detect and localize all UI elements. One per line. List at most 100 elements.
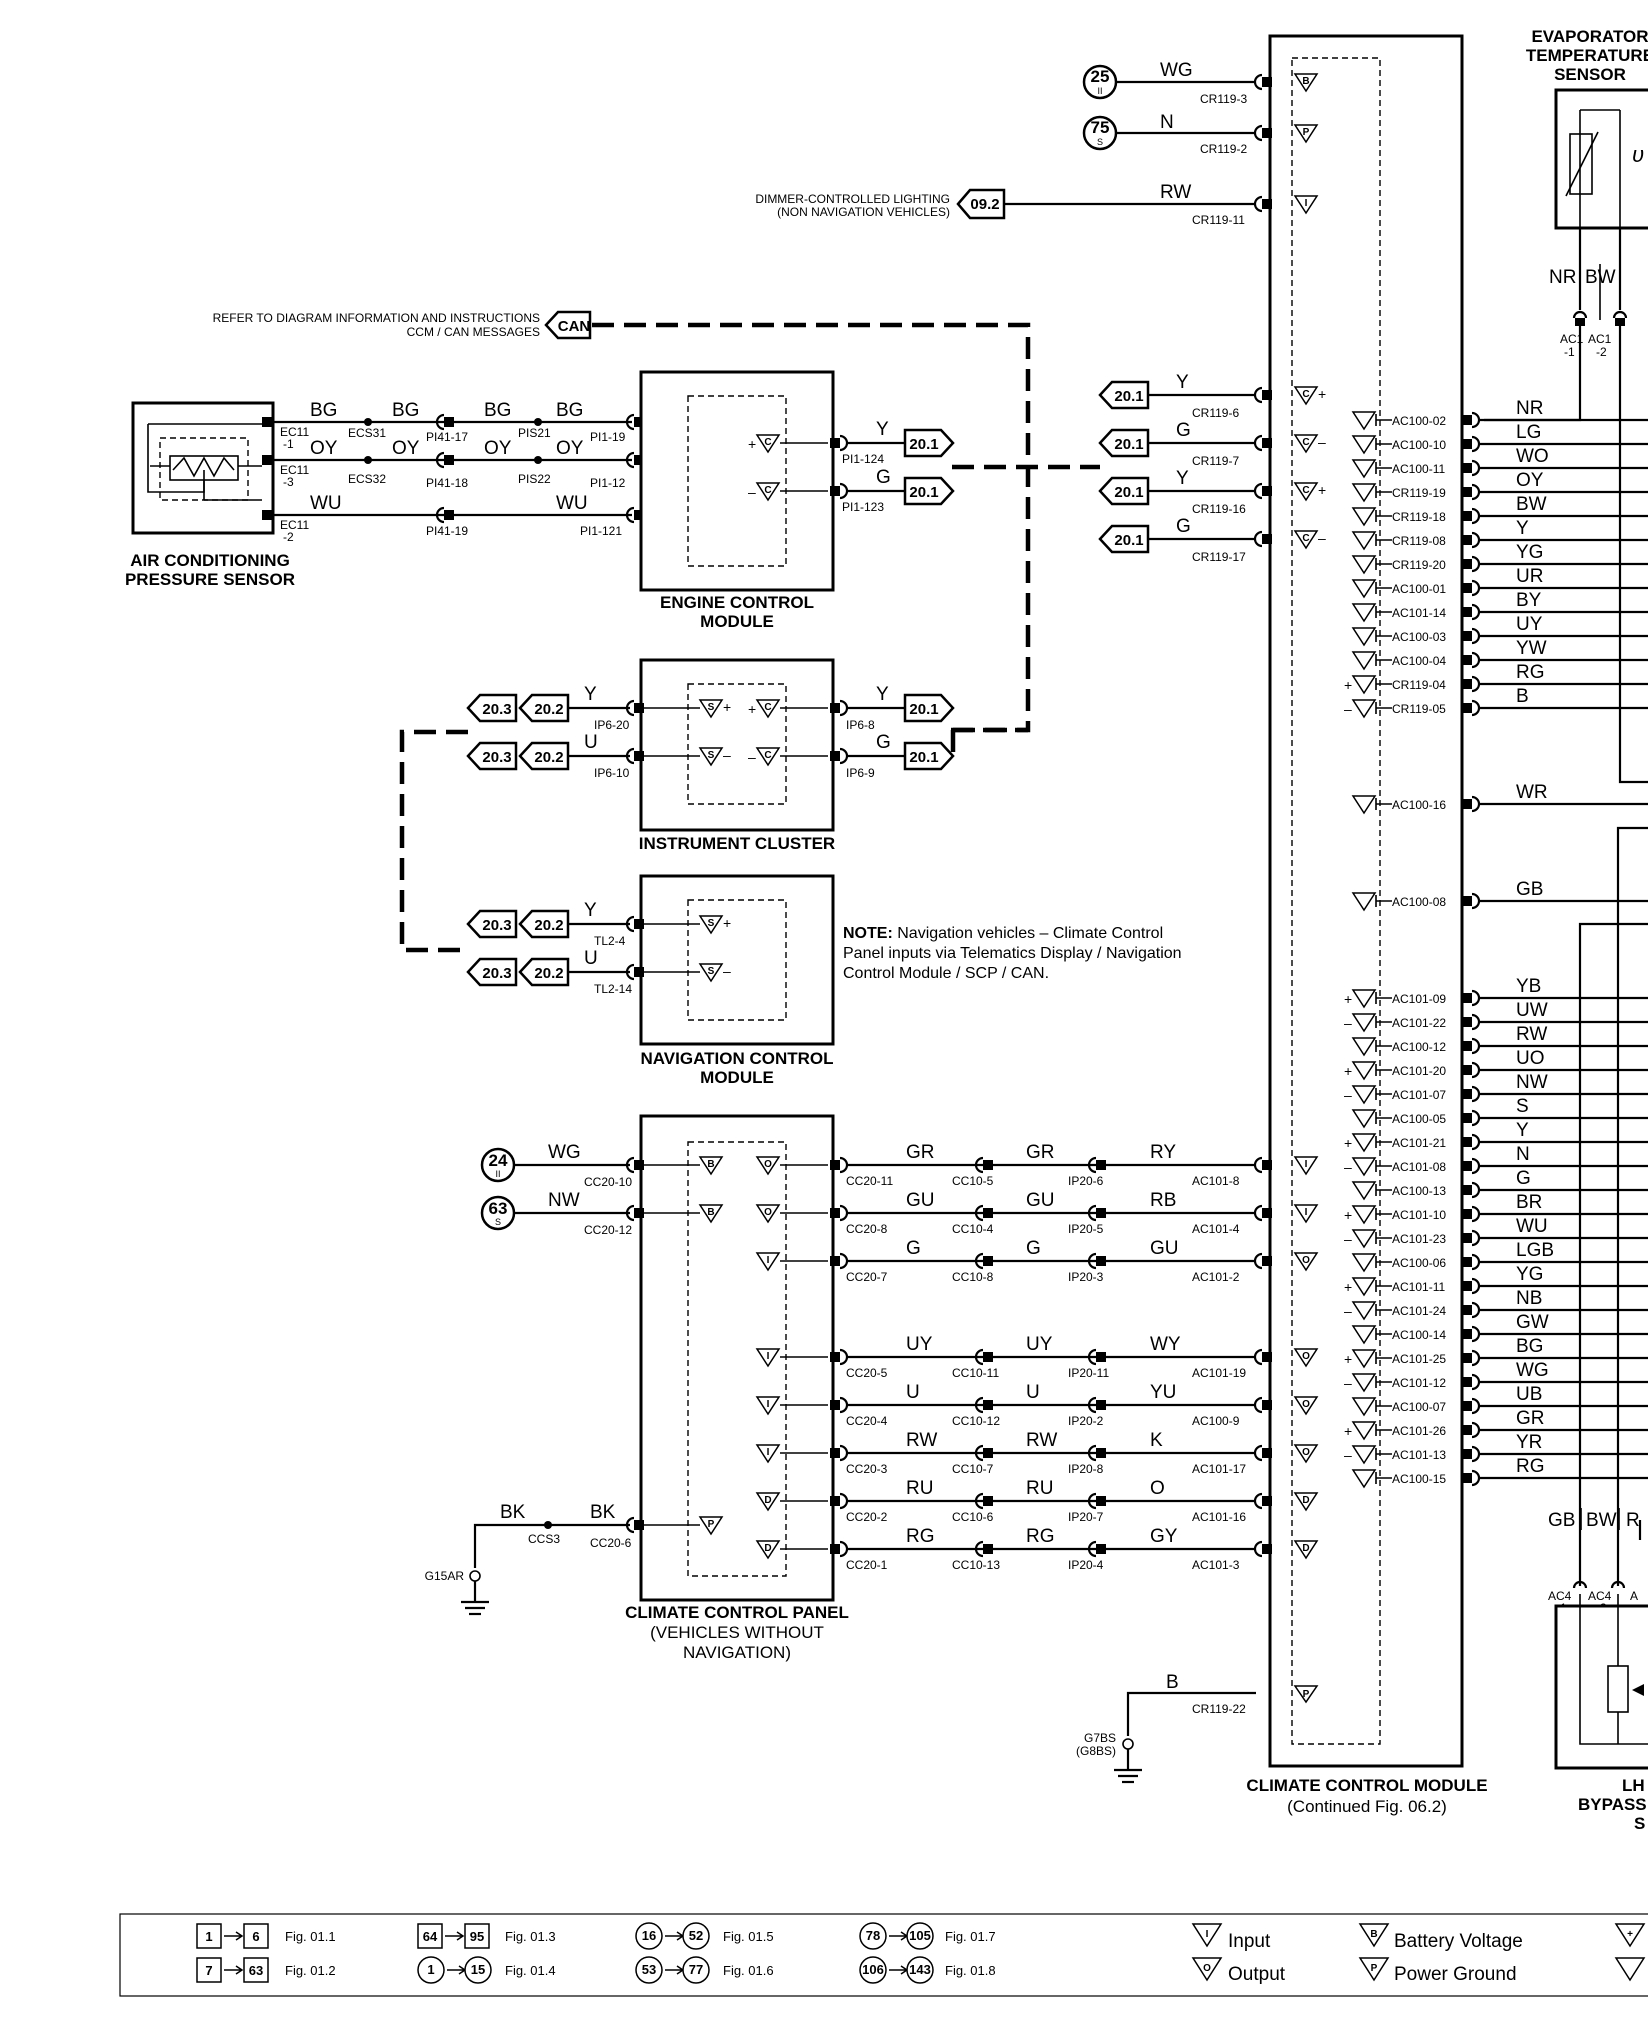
ref-20-3: 20.3	[482, 917, 511, 934]
symbol-triangle	[755, 1252, 781, 1272]
inline-pin	[983, 1544, 993, 1554]
legend-number: 95	[470, 1929, 484, 1944]
connector-pin	[634, 1208, 644, 1218]
symbol-letter: C	[764, 437, 771, 448]
legend-number: 53	[642, 1962, 656, 1977]
wire-label: RG	[1516, 662, 1545, 683]
wire-label: NB	[1516, 1288, 1542, 1309]
svg-text:AC4: AC4	[1588, 1589, 1612, 1603]
wire-label: GB	[1516, 879, 1543, 900]
wire-label: OY	[1516, 470, 1544, 491]
inline-connector	[435, 506, 445, 524]
can-ref-note: REFER TO DIAGRAM INFORMATION AND INSTRUC…	[213, 311, 540, 325]
inner-wire	[1375, 1160, 1392, 1172]
pin-label: CR119-7	[1192, 454, 1239, 468]
symbol-triangle	[1351, 531, 1377, 551]
legend-fig: Fig. 01.2	[285, 1963, 336, 1978]
wire-label: WU	[556, 493, 588, 514]
ref-20-1: 20.1	[1114, 484, 1143, 501]
legend-arrow	[665, 1965, 685, 1975]
connector-pin	[830, 438, 840, 448]
connector-pin	[1462, 679, 1472, 689]
legend-number: 7	[205, 1963, 212, 1978]
connector-pin	[830, 1448, 840, 1458]
connector	[839, 1444, 849, 1462]
pin-label: AC101-4	[1192, 1222, 1240, 1236]
wire-label: NR	[1516, 398, 1543, 419]
symbol-triangle	[1351, 483, 1377, 503]
connector-pin	[1462, 1185, 1472, 1195]
pin-label: PI41-19	[426, 524, 468, 538]
wire-label: U	[906, 1382, 920, 1403]
ref-75: 75	[1091, 118, 1110, 137]
connector	[1253, 434, 1263, 452]
inner-wire	[1375, 558, 1392, 570]
legend-number: 64	[423, 1929, 438, 1944]
pin-label: AC101-08	[1392, 1160, 1446, 1174]
flag	[903, 476, 955, 506]
pin-label: CC20-5	[846, 1366, 888, 1380]
symbol-triangle	[1351, 1397, 1377, 1417]
wire-label: WR	[1516, 782, 1548, 803]
wire-label: BW	[1516, 494, 1547, 515]
acps-wiring: EC11-1EC11-3EC11-2BGECS31BGPI41-17BGPIS2…	[262, 400, 725, 544]
connector-pin	[1262, 1400, 1272, 1410]
connector	[839, 699, 849, 717]
connector-pin	[1262, 1544, 1272, 1554]
symbol-triangle	[1351, 651, 1377, 671]
connector-pin	[634, 919, 644, 929]
polarity: –	[1344, 1015, 1352, 1031]
legend-box	[464, 1923, 490, 1949]
legend-ground: Power Ground	[1394, 1964, 1517, 1985]
connector-pin	[830, 751, 840, 761]
wire-label: UW	[1516, 1000, 1548, 1021]
connector	[1471, 483, 1481, 501]
ref-20-3: 20.3	[482, 701, 511, 718]
wire-label: BG	[392, 400, 419, 421]
inline-pin	[983, 1160, 993, 1170]
pin-label: CR119-19	[1392, 486, 1446, 500]
connector-pin	[1462, 439, 1472, 449]
wire-label: G	[1516, 1168, 1531, 1189]
polarity: –	[1318, 434, 1326, 450]
connector-pin	[1462, 487, 1472, 497]
symbol-letter: C	[764, 702, 771, 713]
symbol-triangle	[1351, 795, 1377, 815]
polarity: +	[1344, 1351, 1352, 1367]
connector	[1253, 1396, 1263, 1414]
acps-pin	[262, 417, 272, 427]
connector-pin	[1462, 1017, 1472, 1027]
connector	[1471, 1061, 1481, 1079]
connector-pin	[1262, 128, 1272, 138]
wire-label: BG	[556, 400, 583, 421]
inline-pin	[1096, 1400, 1106, 1410]
navigation-control-module: NAVIGATION CONTROL MODULE NOTE: Navigati…	[639, 874, 1182, 1087]
svg-text:P: P	[1303, 1689, 1310, 1700]
pin-label: CC20-1	[846, 1558, 888, 1572]
ccp-title: CLIMATE CONTROL PANEL	[625, 1603, 849, 1622]
pin-label: AC101-24	[1392, 1304, 1446, 1318]
pin-label: PI1-124	[842, 452, 884, 466]
polarity: –	[1318, 530, 1326, 546]
connector	[1471, 411, 1481, 429]
polarity: +	[1344, 1135, 1352, 1151]
pin-label: AC100-14	[1392, 1328, 1446, 1342]
wire-label: Y	[1176, 372, 1189, 393]
inline-pin	[983, 1496, 993, 1506]
svg-text:(G8BS): (G8BS)	[1076, 1744, 1116, 1758]
acps-pin	[262, 455, 272, 465]
pin-label: CC20-11	[846, 1174, 893, 1188]
pin-label: CR119-3	[1200, 92, 1247, 106]
inline-connector	[974, 1396, 984, 1414]
ref-label: 63	[489, 1199, 508, 1218]
pin-label: CR119-20	[1392, 558, 1446, 572]
connector	[1471, 1157, 1481, 1175]
polarity: –	[1344, 1375, 1352, 1391]
connector	[1471, 892, 1481, 910]
connector-pin	[1462, 463, 1472, 473]
ccm-title: CLIMATE CONTROL MODULE	[1246, 1776, 1487, 1795]
symbol-letter: P	[1303, 127, 1310, 138]
splice	[534, 456, 542, 464]
